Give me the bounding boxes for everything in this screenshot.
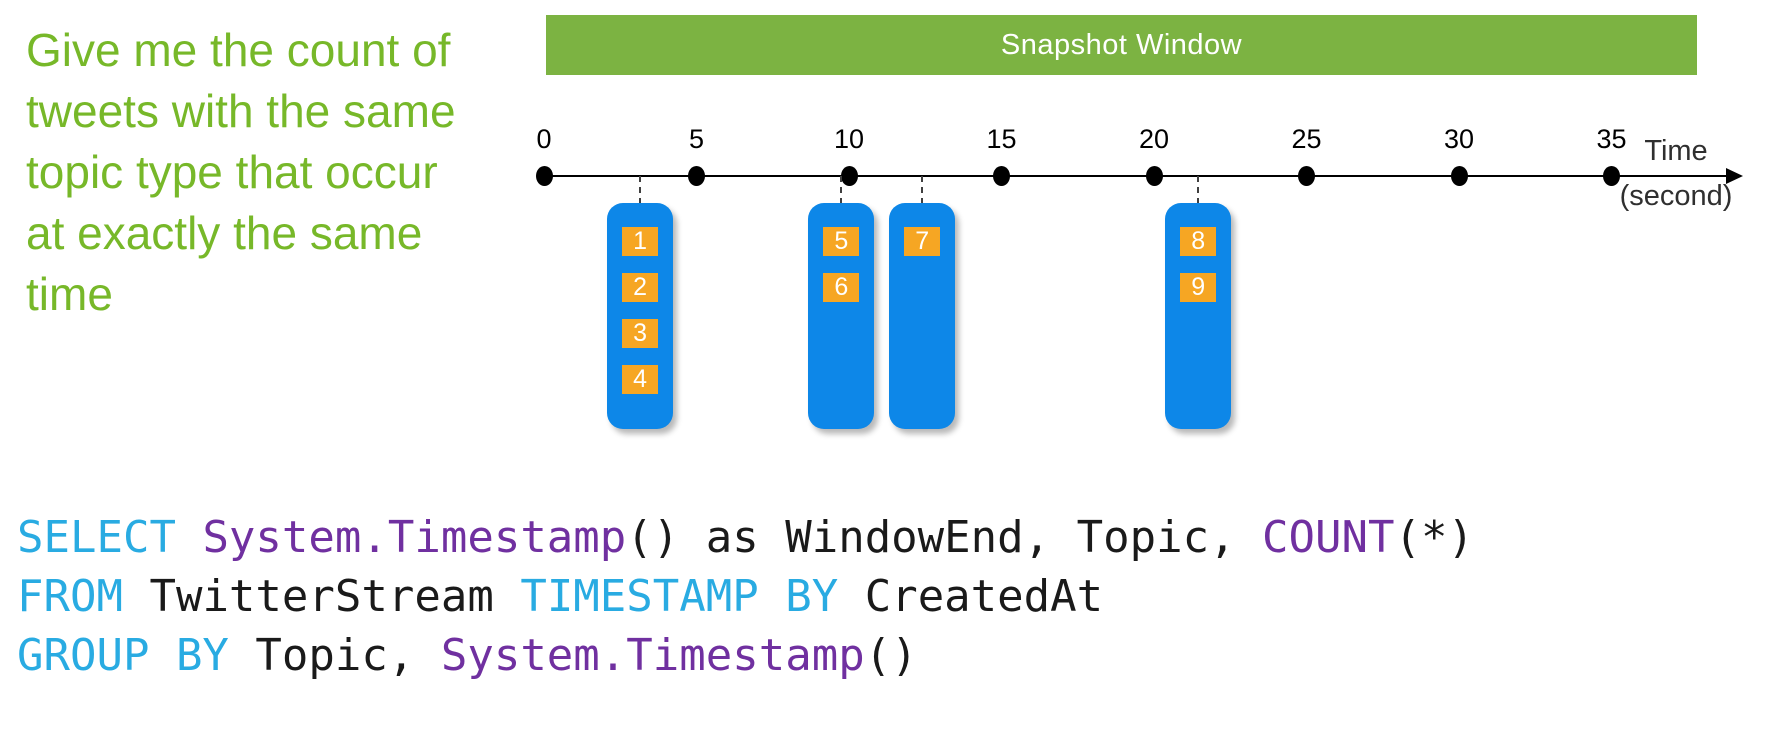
timeline-dot xyxy=(535,166,553,186)
code-line: GROUP BY Topic, System.Timestamp() xyxy=(17,626,1474,685)
code-token-plain: (*) xyxy=(1394,512,1474,563)
timeline-dot xyxy=(1145,166,1163,186)
tick-label: 25 xyxy=(1291,124,1322,154)
code-token-function: System.Timestamp xyxy=(202,512,627,563)
dashed-connector xyxy=(921,176,924,204)
event-badge-7: 7 xyxy=(904,227,941,256)
event-badge-5: 5 xyxy=(823,227,860,256)
code-line: SELECT System.Timestamp() as WindowEnd, … xyxy=(17,508,1474,567)
timeline-dot xyxy=(840,166,858,186)
time-axis-unit-label: (second) xyxy=(1619,180,1733,212)
question-line: time xyxy=(26,268,113,320)
code-token-plain: TwitterStream xyxy=(122,571,521,622)
code-token-keyword: SELECT xyxy=(17,512,203,563)
code-token-plain: Topic, xyxy=(228,630,441,681)
question-line: at exactly the same xyxy=(26,207,423,259)
event-group-1: 1 2 3 4 xyxy=(607,203,674,429)
question-line: tweets with the same xyxy=(26,85,456,137)
tick-label: 5 xyxy=(688,124,705,154)
event-badge-6: 6 xyxy=(823,273,860,302)
timeline-dot xyxy=(1603,166,1620,186)
code-line: FROM TwitterStream TIMESTAMP BY CreatedA… xyxy=(17,567,1474,626)
sql-code-block: SELECT System.Timestamp() as WindowEnd, … xyxy=(17,508,1474,685)
tick-label: 35 xyxy=(1596,124,1627,154)
question-line: topic type that occur xyxy=(26,146,438,198)
time-axis-label: Time xyxy=(1644,135,1708,167)
tick-label: 10 xyxy=(833,124,865,154)
code-token-plain: () as WindowEnd, Topic, xyxy=(626,512,1263,563)
timeline-dot xyxy=(1450,166,1468,186)
code-token-keyword: FROM xyxy=(17,571,123,622)
tick-label: 0 xyxy=(536,124,552,154)
dashed-connector xyxy=(1197,176,1200,204)
event-badge-3: 3 xyxy=(622,319,659,348)
code-token-function: System.Timestamp xyxy=(440,630,865,681)
code-token-keyword: GROUP BY xyxy=(17,630,229,681)
code-token-plain: () xyxy=(864,630,918,681)
timeline-dot xyxy=(688,166,705,186)
timeline-dot xyxy=(1298,166,1315,186)
timeline-dot xyxy=(993,166,1010,186)
event-badge-9: 9 xyxy=(1180,273,1217,302)
tick-label: 30 xyxy=(1443,124,1475,154)
snapshot-window-banner: Snapshot Window xyxy=(546,15,1697,75)
timeline-axis xyxy=(544,175,1737,177)
banner-label: Snapshot Window xyxy=(1000,28,1243,61)
question-line: Give me the count of xyxy=(26,24,451,76)
event-badge-1: 1 xyxy=(622,227,659,256)
code-token-function: COUNT xyxy=(1262,512,1395,563)
dashed-connector xyxy=(840,176,843,204)
tick-label: 15 xyxy=(986,124,1017,154)
question-text: Give me the count of tweets with the same… xyxy=(26,20,496,325)
timeline-arrowhead-icon xyxy=(1726,168,1743,184)
code-token-plain: CreatedAt xyxy=(838,571,1104,622)
code-token-keyword: TIMESTAMP BY xyxy=(520,571,839,622)
tick-label: 20 xyxy=(1138,124,1170,154)
event-badge-8: 8 xyxy=(1180,227,1217,256)
event-group-3: 7 xyxy=(889,203,956,429)
event-badge-2: 2 xyxy=(622,273,659,302)
event-badge-4: 4 xyxy=(622,365,659,394)
dashed-connector xyxy=(639,176,642,204)
